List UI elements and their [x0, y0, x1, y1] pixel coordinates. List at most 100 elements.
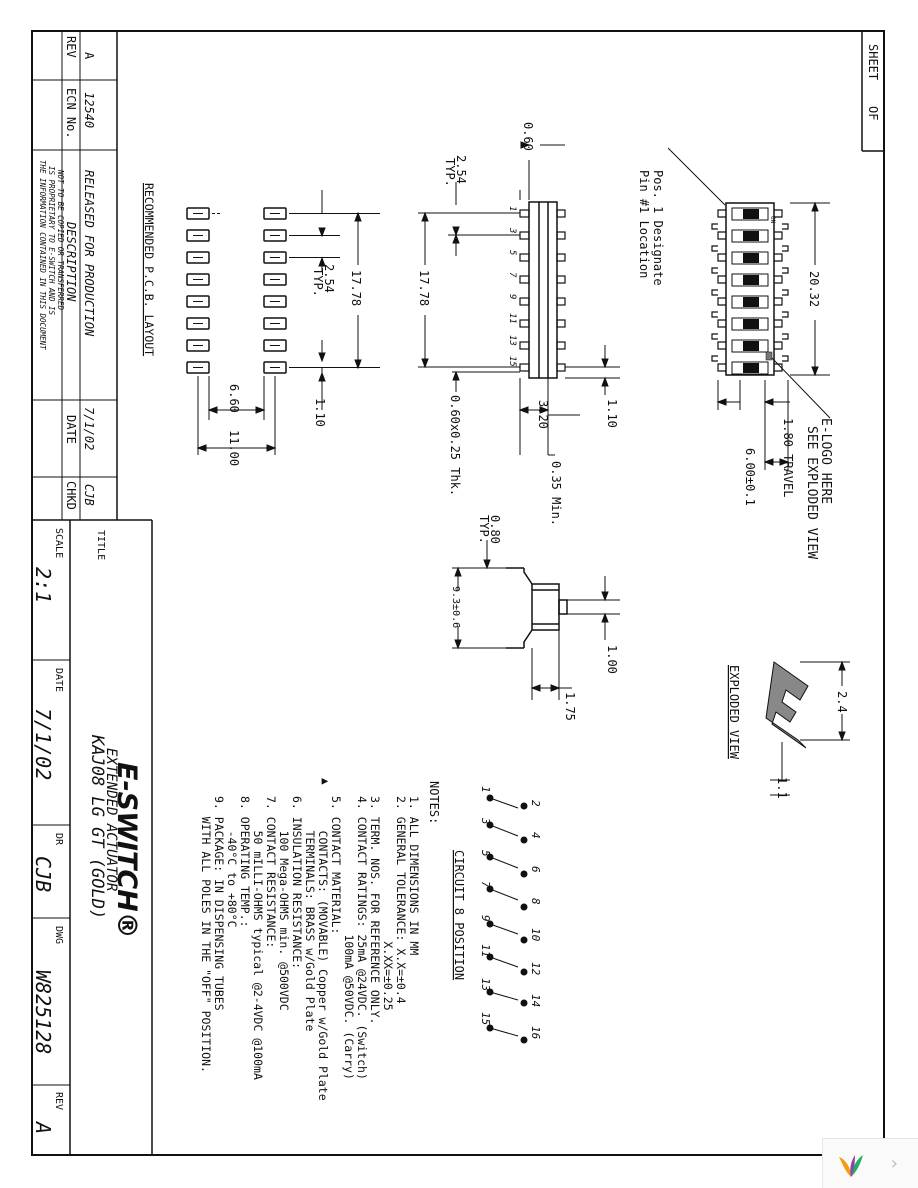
circuit-even-12: 12 — [529, 962, 542, 976]
sheet-border — [31, 30, 885, 1156]
side-dim-0-35: 0.35 Min. — [549, 461, 563, 526]
circuit-even-10: 10 — [529, 928, 542, 942]
note-line-11: 100 Mega-OHMS min. @500VDC — [277, 796, 291, 1011]
circuit-diagram: CIRCUIT 8 POSITION 1 3 5 7 9 11 13 15 2 … — [452, 786, 542, 1044]
circuit-label: CIRCUIT 8 POSITION — [452, 850, 466, 980]
title-line-2: EXTENDED ACTUATOR — [103, 748, 119, 891]
elogo-line-1: E-LOGO HERE — [818, 418, 833, 504]
side-pin-7: 7 — [507, 272, 517, 278]
note-line-6: 100mA @50VDC. (Carry) — [342, 796, 356, 1080]
note-line-17: WITH ALL POLES IN THE "OFF" POSITION. — [199, 796, 213, 1073]
side-pin-11: 11 — [507, 313, 517, 324]
note-line-13: 50 mILLI-OHMS typical @2-4VDC @100mA — [251, 796, 265, 1080]
exploded-e-icon — [765, 661, 809, 749]
top-dim-20-32: 20.32 — [807, 271, 821, 307]
side-pin-13: 13 — [507, 335, 517, 346]
note-line-12: 7. CONTACT RESISTANCE: — [264, 796, 278, 948]
note-line-3: X.XX=±0.25 — [381, 796, 395, 1011]
viewer-widget[interactable]: › — [822, 1138, 918, 1188]
side-dim-1-10: 1.10 — [605, 399, 619, 428]
end-dim-typ: TYP. — [477, 515, 491, 544]
top-pins — [711, 209, 789, 372]
circuit-even-14: 14 — [529, 994, 542, 1007]
pcb-dim-typ: TYP. — [311, 268, 325, 297]
end-dim-0-80: 0.80 — [488, 515, 502, 544]
ecn-header: ECN No. — [64, 88, 78, 139]
circuit-even-16: 16 — [529, 1026, 542, 1040]
dwg-value: W825128 — [31, 970, 55, 1054]
top-dims — [667, 147, 831, 470]
circuit-odd-5: 5 — [479, 850, 492, 857]
date-value-title: 7/1/02 — [31, 708, 55, 780]
exploded-view: EXPLODED VIEW 2.4 1.1 — [727, 660, 850, 799]
circuit-even-6: 6 — [529, 866, 542, 873]
circuit-odd-labels: 1 3 5 7 9 11 13 15 — [479, 786, 492, 1025]
date-header: DATE — [64, 415, 78, 444]
end-dim-1-00: 1.00 — [605, 645, 619, 674]
dwg-label: DWG — [53, 926, 64, 944]
exploded-label: EXPLODED VIEW — [727, 665, 741, 760]
side-pin-9: 9 — [507, 294, 517, 299]
desc-header: DESCRIPTION — [64, 221, 78, 302]
top-dim-6-00: 6.00±0.1 — [743, 448, 757, 506]
end-dim-9-3: 9.3±0.6 — [450, 586, 461, 628]
notes: NOTES: ▲ 1. ALL DIMENSIONS IN MM 2. GENE… — [199, 778, 441, 1101]
circuit-odd-3: 3 — [479, 817, 492, 825]
circuit-odd-15: 15 — [479, 1012, 492, 1025]
note-line-5: 4. CONTACT RATINGS: 25mA @24VDC. (Switch… — [355, 796, 369, 1080]
leaf-logo-icon — [839, 1155, 863, 1177]
side-pin-5: 5 — [507, 250, 517, 255]
note-line-16: 9. PACKAGE: IN DISPENSING TUBES — [212, 796, 226, 1011]
proprietary-line-1: THE INFORMATION CONTAINED IN THIS DOCUME… — [38, 160, 47, 350]
pcb-dim-2-54: 2.54 — [322, 264, 336, 293]
dr-value: CJB — [31, 856, 55, 892]
proprietary-line-2: IS PROPRIETARY TO E-SWITCH AND IS — [47, 166, 56, 315]
top-dim-travel: 1.80 TRAVEL — [781, 418, 795, 497]
title-label: TITLE — [95, 530, 106, 560]
pcb-dim-1-10: 1.10 — [313, 398, 327, 427]
side-dim-0-60: 0.60 — [521, 122, 535, 151]
note-line-2: 2. GENERAL TOLERANCE: X.X=±0.4 — [394, 796, 408, 1004]
pcb-dim-6-60: 6.60 — [227, 384, 241, 413]
side-pin-numbers: 1 3 5 7 9 11 13 15 — [507, 206, 517, 367]
revision-block — [32, 31, 152, 521]
rev-label-title: REV — [53, 1092, 64, 1110]
circuit-even-4: 4 — [529, 832, 542, 839]
end-view: 0.80 TYP. 9.3±0.6 1.00 1.75 — [450, 515, 620, 721]
sheet-of-label: OF — [866, 106, 880, 120]
top-body — [725, 202, 775, 376]
side-dim-2-54: 2.54 — [454, 155, 468, 184]
circuit-odd-1: 1 — [479, 786, 492, 793]
end-dim-1-75: 1.75 — [563, 692, 577, 721]
date-label: DATE — [53, 668, 64, 692]
note-line-14: 8. OPERATING TEMP.: — [238, 796, 252, 928]
rev-header: REV — [64, 36, 78, 58]
side-pins — [519, 209, 566, 372]
chevron-right-icon[interactable]: › — [890, 1153, 898, 1174]
note-line-1: 1. ALL DIMENSIONS IN MM — [407, 796, 421, 955]
ecn-value: 12540 — [82, 92, 96, 128]
side-dim-3-20: 3.20 — [536, 400, 550, 429]
pcb-dims — [196, 190, 362, 455]
circuit-even-2: 2 — [529, 800, 542, 807]
pcb-dim-11-00: 11.00 — [227, 430, 241, 466]
exploded-dim-1-1: 1.1 — [775, 777, 789, 799]
pcb-layout: RECOMMENDED P.C.B. LAYOUT — [142, 183, 380, 466]
top-on-label: ON — [769, 216, 776, 224]
side-dim-typ: TYP. — [443, 158, 457, 187]
notes-header: NOTES: — [427, 781, 441, 824]
side-pin-1: 1 — [507, 206, 517, 211]
circuit-odd-7: 7 — [479, 881, 492, 888]
eswitch-logo: E-SWITCH® — [111, 762, 142, 939]
desc-value: RELEASED FOR PRODUCTION — [82, 170, 96, 337]
revision-text: REV ECN No. DESCRIPTION DATE CHKD A 1254… — [38, 36, 96, 510]
chkd-header: CHKD — [64, 481, 78, 510]
title-line-1: KAJ08 LG GT (GOLD) — [87, 734, 107, 919]
side-pin-3: 3 — [507, 227, 517, 233]
sheet-label: SHEET — [866, 44, 880, 80]
rev-value: A — [82, 52, 96, 60]
pos1-line-1: Pos. 1 Designate — [651, 170, 665, 286]
circuit-even-labels: 2 4 6 8 10 12 14 16 — [529, 800, 542, 1040]
rev-value-title: A — [31, 1120, 55, 1134]
